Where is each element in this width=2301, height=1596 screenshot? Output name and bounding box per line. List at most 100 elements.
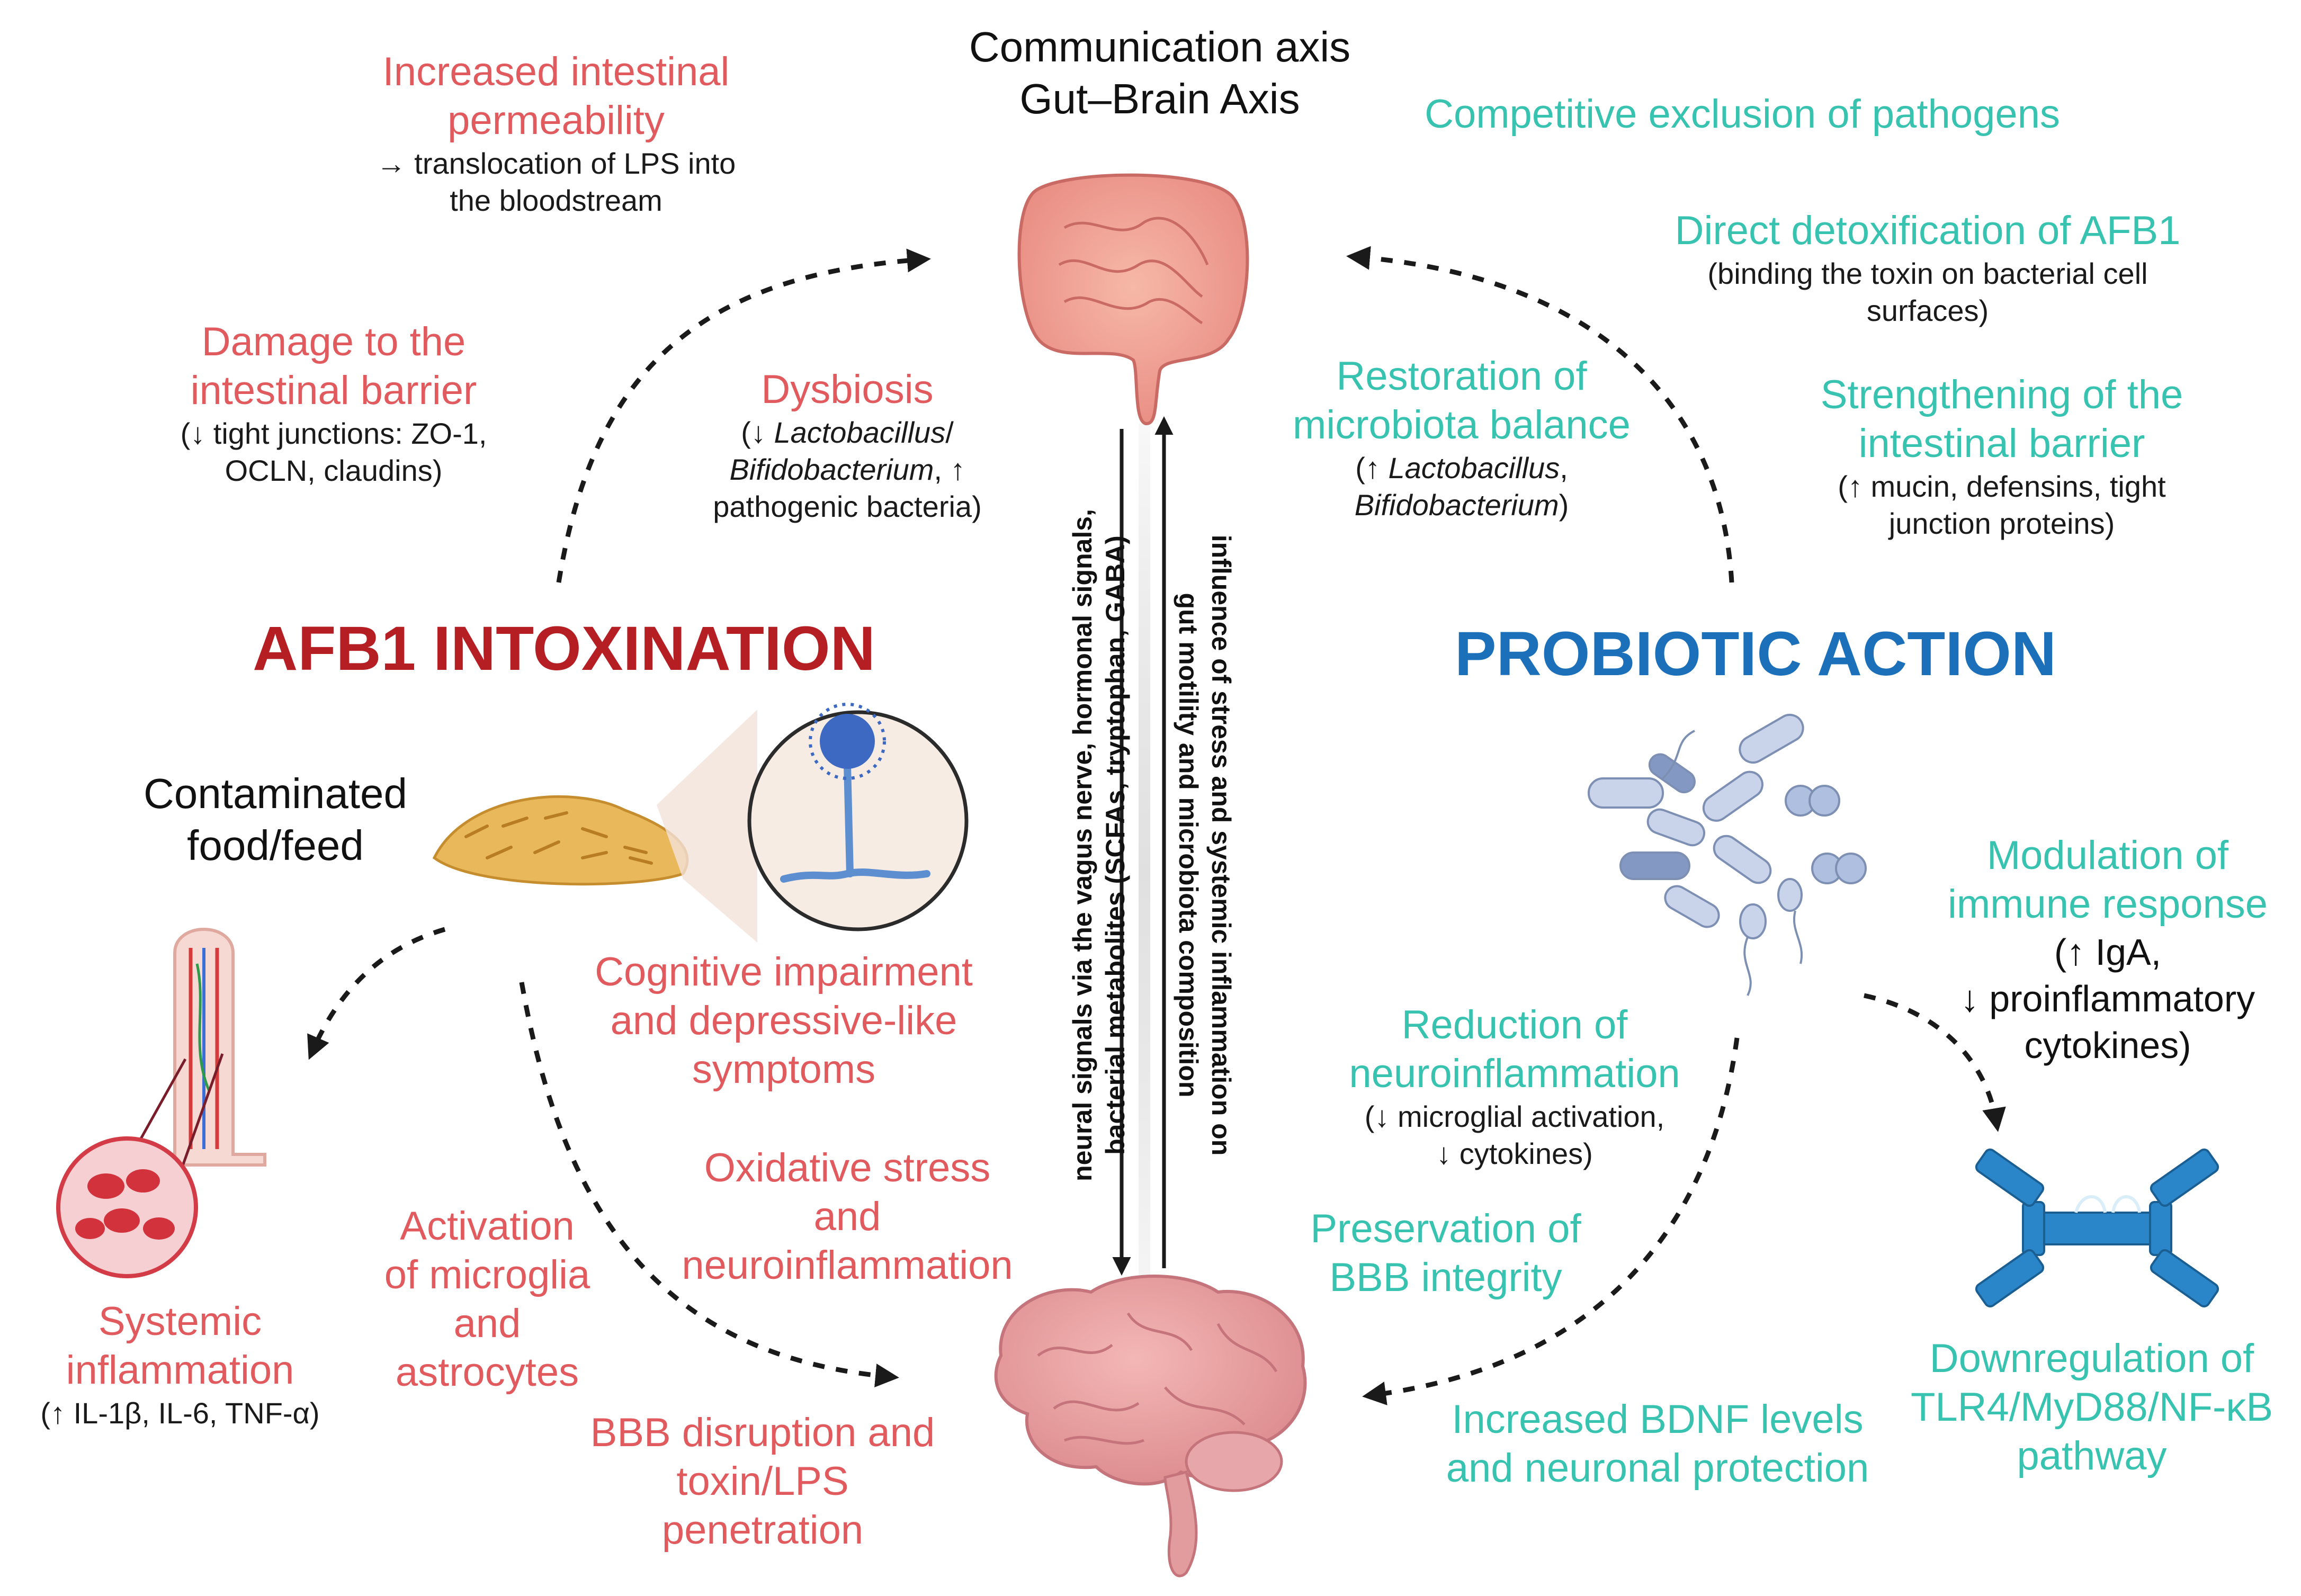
dysbiosis-title: Dysbiosis [761,367,934,412]
dysbiosis-desc-1: (↓ Lactobacillus/ [741,416,954,449]
microglia-line-1: Activation [400,1204,575,1249]
arrow-probiotic-to-gut [1346,246,1734,583]
microglia-block: Activation of microglia and astrocytes [360,1202,614,1397]
restoration-desc-1: (↑ Lactobacillus, [1355,451,1568,485]
strengthening-desc-2: junction proteins) [1888,507,2115,540]
barrier-desc-2: OCLN, claudins) [225,454,443,487]
preservation-line-2: BBB integrity [1329,1255,1562,1300]
systemic-desc-1: (↑ IL-1β, IL-6, TNF-α) [40,1396,320,1430]
detox-block: Direct detoxification of AFB1 (binding t… [1610,207,2245,329]
restoration-line-1: Restoration of [1336,354,1587,399]
reduction-line-1: Reduction of [1401,1002,1628,1047]
oxidative-line-3: neuroinflammation [682,1243,1013,1288]
bbb-line-1: BBB disruption and [590,1410,935,1455]
modulation-desc-3: cytokines) [2024,1025,2191,1066]
permeability-desc-2: the bloodstream [450,184,662,217]
detox-desc-1: (binding the toxin on bacterial cell [1707,257,2148,290]
bacteria-cluster [1588,714,1867,996]
modulation-block: Modulation of immune response (↑ IgA, ↓ … [1922,831,2293,1069]
gut-to-brain-label-1: neural signals via the vagus nerve, horm… [1068,509,1097,1181]
strengthening-desc-1: (↑ mucin, defensins, tight [1838,470,2166,503]
microglia-line-2: of microglia [384,1252,590,1297]
header-line1: Communication axis [969,23,1351,70]
villus-illustration [56,928,266,1278]
tlr-block: Downregulation of TLR4/MyD88/NF-κB pathw… [1891,1334,2293,1481]
afb1-title: AFB1 INTOXINATION [253,614,875,684]
gut-to-brain-label-2: bacterial metabolites (SCFAs, tryptophan… [1100,535,1130,1155]
detox-title: Direct detoxification of AFB1 [1675,208,2181,253]
tlr-line-1: Downregulation of [1929,1336,2254,1381]
preservation-block: Preservation of BBB integrity [1260,1205,1631,1302]
barrier-block: Damage to the intestinal barrier (↓ tigh… [106,318,561,489]
dysbiosis-desc-2: Bifidobacterium, ↑ [729,453,965,486]
arrow-probiotic-to-receptor [1864,993,2006,1132]
brain-to-gut-label-2: gut motility and microbiota composition [1174,593,1203,1098]
grain-pile [432,795,689,886]
header-line2: Gut–Brain Axis [1019,75,1300,122]
tlr-line-3: pathway [2017,1433,2167,1478]
restoration-line-2: microbiota balance [1293,402,1631,447]
detox-desc-2: surfaces) [1866,294,1989,327]
food-line-2: food/feed [187,822,364,869]
bdnf-line-2: and neuronal protection [1446,1446,1869,1491]
oxidative-line-2: and [813,1194,881,1239]
barrier-title-2: intestinal barrier [190,368,477,413]
reduction-block: Reduction of neuroinflammation (↓ microg… [1324,1001,1705,1172]
arrow-food-to-brain [519,982,899,1387]
mold-magnifier [657,703,969,943]
preservation-line-1: Preservation of [1310,1206,1581,1251]
barrier-desc-1: (↓ tight junctions: ZO-1, [180,417,487,450]
brain-to-gut-label-1: influence of stress and systemic inflamm… [1206,534,1236,1156]
permeability-block: Increased intestinal permeability → tran… [297,48,816,219]
systemic-line-2: inflammation [66,1348,294,1393]
permeability-title-2: permeability [447,98,665,143]
permeability-desc-1: → translocation of LPS into [376,147,736,180]
microglia-line-3: and [453,1301,521,1346]
reduction-line-2: neuroinflammation [1349,1051,1680,1096]
strengthening-block: Strengthening of the intestinal barrier … [1758,371,2245,542]
cognitive-line-1: Cognitive impairment [595,949,973,994]
restoration-block: Restoration of microbiota balance (↑ Lac… [1260,352,1663,524]
gut-illustration [1017,173,1249,426]
tlr-line-2: TLR4/MyD88/NF-κB [1910,1385,2273,1430]
oxidative-block: Oxidative stress and neuroinflammation [667,1144,1027,1290]
oxidative-line-1: Oxidative stress [704,1145,991,1190]
dysbiosis-desc-3: pathogenic bacteria) [713,490,982,523]
bbb-block: BBB disruption and toxin/LPS penetration [561,1409,964,1555]
food-line-1: Contaminated [143,770,408,817]
cognitive-block: Cognitive impairment and depressive-like… [545,948,1022,1094]
cognitive-line-2: and depressive-like [610,998,957,1043]
bbb-line-2: toxin/LPS [676,1459,849,1504]
bdnf-block: Increased BDNF levels and neuronal prote… [1419,1395,1896,1493]
modulation-desc-2: ↓ proinflammatory [1960,978,2255,1019]
systemic-block: Systemic inflammation (↑ IL-1β, IL-6, TN… [11,1297,350,1432]
food-block: Contaminated food/feed [106,768,445,872]
brain-illustration [994,1275,1307,1577]
header-title: Communication axis Gut–Brain Axis [900,21,1419,125]
modulation-line-2: immune response [1947,882,2268,927]
dysbiosis-block: Dysbiosis (↓ Lactobacillus/ Bifidobacter… [657,365,1038,525]
competitive-exclusion: Competitive exclusion of pathogens [1425,92,2060,137]
modulation-desc-1: (↑ IgA, [2054,931,2162,973]
reduction-desc-1: (↓ microglial activation, [1364,1100,1665,1133]
probiotic-title: PROBIOTIC ACTION [1454,619,2057,689]
bbb-line-3: penetration [661,1508,864,1553]
barrier-title-1: Damage to the [201,319,466,364]
microglia-line-4: astrocytes [395,1350,579,1395]
reduction-desc-2: ↓ cytokines) [1436,1137,1593,1170]
brain-to-gut-label: influence of stress and systemic inflamm… [1172,422,1238,1269]
strengthening-line-1: Strengthening of the [1820,372,2183,417]
strengthening-line-2: intestinal barrier [1858,421,2145,466]
arrow-barrier-to-gut [556,248,931,583]
modulation-line-1: Modulation of [1986,833,2229,878]
arrow-food-to-intestine [307,927,446,1060]
tlr-receptor [1975,1148,2219,1308]
permeability-title-1: Increased intestinal [382,49,730,94]
systemic-line-1: Systemic [98,1299,262,1344]
gut-to-brain-label: neural signals via the vagus nerve, horm… [1066,422,1132,1269]
bdnf-line-1: Increased BDNF levels [1452,1397,1864,1442]
restoration-desc-2: Bifidobacterium) [1354,488,1569,522]
axis-glow [1139,424,1150,1324]
cognitive-line-3: symptoms [692,1047,876,1092]
